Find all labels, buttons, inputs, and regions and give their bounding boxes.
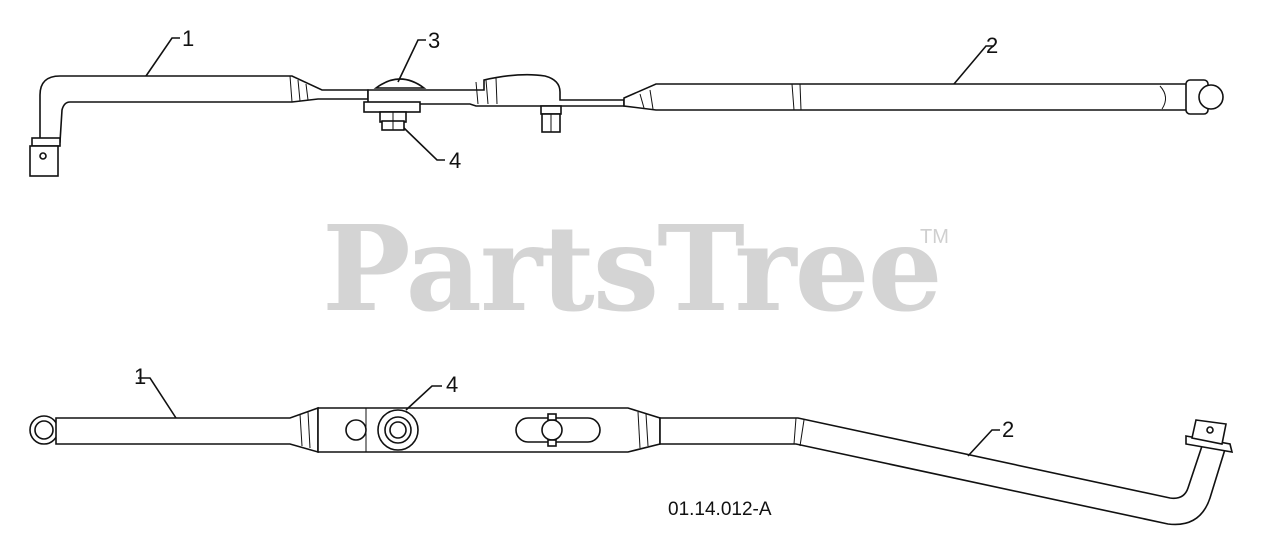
callout-top-3: 3 [428,28,441,53]
callout-bottom-2: 2 [1002,417,1015,442]
bottom-center-bar [317,407,661,453]
callout-top-1: 1 [182,26,195,51]
bottom-part-1-rod [29,406,319,454]
top-part-2-rod [623,79,1224,115]
bottom-part-2-rod [659,417,1234,526]
leader-lines [138,37,1000,457]
top-assembly [29,73,1224,177]
top-plate-bolt [540,105,562,133]
top-part-4-nut [379,111,407,131]
callout-top-2: 2 [986,33,999,58]
bottom-assembly [29,406,1234,526]
figure-code: 01.14.012-A [668,499,772,520]
watermark: PartsTree [322,199,943,338]
callout-top-4: 4 [449,148,462,173]
callout-bottom-1: 1 [134,364,147,389]
top-part-1-rod [29,75,369,177]
trademark-mark: TM [920,226,949,248]
top-part-3-plate [363,73,625,113]
bottom-part-4-nut [377,409,419,451]
callout-bottom-4: 4 [446,372,459,397]
